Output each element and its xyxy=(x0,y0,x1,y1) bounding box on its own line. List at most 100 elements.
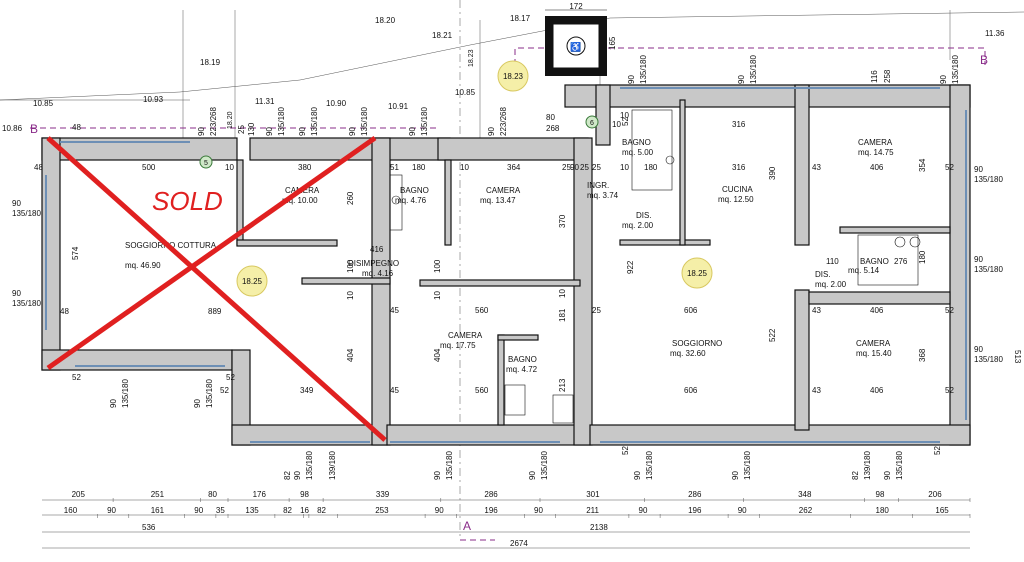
svg-text:25: 25 xyxy=(562,163,571,172)
svg-text:10: 10 xyxy=(346,291,355,300)
svg-text:90: 90 xyxy=(633,471,642,480)
svg-text:18.23: 18.23 xyxy=(503,72,524,81)
svg-text:560: 560 xyxy=(475,306,489,315)
svg-text:90: 90 xyxy=(265,127,274,136)
bottom-dim-value: 180 xyxy=(876,506,890,515)
svg-text:180: 180 xyxy=(644,163,658,172)
bottom-dim-value: 161 xyxy=(151,506,165,515)
svg-text:18.19: 18.19 xyxy=(200,58,221,67)
svg-text:90: 90 xyxy=(293,471,302,480)
svg-text:10: 10 xyxy=(612,120,621,129)
svg-text:606: 606 xyxy=(684,306,698,315)
svg-text:80: 80 xyxy=(546,113,555,122)
svg-text:2138: 2138 xyxy=(590,523,608,532)
room-area: mq. 15.40 xyxy=(856,349,892,358)
svg-text:213: 213 xyxy=(558,378,567,392)
level-bubble-right: 18.25 xyxy=(681,257,713,289)
svg-text:135/180: 135/180 xyxy=(12,299,41,308)
bottom-dim-value: 16 xyxy=(300,506,309,515)
svg-text:135/180: 135/180 xyxy=(205,379,214,408)
room-name: SOGGIORNO xyxy=(672,339,722,348)
svg-text:135/180: 135/180 xyxy=(895,451,904,480)
svg-text:43: 43 xyxy=(812,306,821,315)
svg-text:52: 52 xyxy=(945,386,954,395)
room-name: DIS. xyxy=(636,211,652,220)
sold-label: SOLD xyxy=(152,186,223,216)
bottom-dim-value: 339 xyxy=(376,490,390,499)
bottom-dim-value: 80 xyxy=(208,490,217,499)
svg-text:10: 10 xyxy=(620,111,629,120)
room-area: mq. 10.00 xyxy=(282,196,318,205)
svg-text:135/180: 135/180 xyxy=(974,175,1003,184)
svg-text:11.36: 11.36 xyxy=(985,29,1005,38)
opening-dimensions: 90 135/180 90 135/180 90 135/180 90 135/… xyxy=(12,55,1003,480)
svg-text:90: 90 xyxy=(487,127,496,136)
bottom-dim-value: 98 xyxy=(876,490,885,499)
svg-text:390: 390 xyxy=(768,166,777,180)
bottom-dim-value: 82 xyxy=(283,506,292,515)
bottom-dim-value: 176 xyxy=(253,490,267,499)
svg-text:45: 45 xyxy=(390,306,399,315)
svg-text:48: 48 xyxy=(60,307,69,316)
marker-6: 6 xyxy=(585,115,599,129)
fixtures xyxy=(389,109,921,424)
svg-text:100: 100 xyxy=(346,259,355,273)
bottom-dim-value: 35 xyxy=(216,506,225,515)
svg-text:6: 6 xyxy=(590,120,594,127)
svg-text:90: 90 xyxy=(193,399,202,408)
bottom-dims-row3: 536 2138 xyxy=(142,523,608,532)
room-name: BAGNO xyxy=(622,138,651,147)
bottom-dimension-lines xyxy=(42,499,970,549)
svg-text:18.20: 18.20 xyxy=(227,111,234,129)
bottom-dim-value: 253 xyxy=(375,506,389,515)
bottom-dim-value: 90 xyxy=(639,506,648,515)
bottom-dim-value: 262 xyxy=(799,506,813,515)
svg-text:25: 25 xyxy=(592,306,601,315)
section-marker-b-left: B xyxy=(30,122,38,136)
svg-text:11.31: 11.31 xyxy=(255,97,275,106)
room-name: CAMERA xyxy=(486,186,521,195)
svg-text:90: 90 xyxy=(570,163,579,172)
svg-text:90: 90 xyxy=(12,199,21,208)
svg-text:10.85: 10.85 xyxy=(455,88,476,97)
svg-text:416: 416 xyxy=(370,245,384,254)
svg-text:10.86: 10.86 xyxy=(2,124,23,133)
svg-text:560: 560 xyxy=(475,386,489,395)
svg-text:370: 370 xyxy=(558,214,567,228)
svg-text:180: 180 xyxy=(412,163,426,172)
marker-5: 5 xyxy=(199,155,213,169)
bottom-dim-value: 90 xyxy=(738,506,747,515)
bottom-dim-value: 286 xyxy=(688,490,702,499)
svg-text:574: 574 xyxy=(71,246,80,260)
svg-text:52: 52 xyxy=(945,163,954,172)
bottom-dim-value: 90 xyxy=(435,506,444,515)
svg-text:922: 922 xyxy=(626,260,635,274)
site-survey-lines xyxy=(0,0,1024,540)
svg-text:139/180: 139/180 xyxy=(863,451,872,480)
svg-text:48: 48 xyxy=(72,123,81,132)
svg-text:354: 354 xyxy=(918,158,927,172)
room-name: DISIMPEGNO xyxy=(348,259,399,268)
svg-text:90: 90 xyxy=(433,471,442,480)
bottom-dim-value: 90 xyxy=(107,506,116,515)
svg-text:90: 90 xyxy=(974,165,983,174)
svg-text:10: 10 xyxy=(558,289,567,298)
svg-text:100: 100 xyxy=(433,259,442,273)
room-area: mq. 12.50 xyxy=(718,195,754,204)
bottom-dim-value: 206 xyxy=(928,490,942,499)
svg-text:223/268: 223/268 xyxy=(499,107,508,136)
svg-text:276: 276 xyxy=(894,257,908,266)
room-name: CAMERA xyxy=(448,331,483,340)
svg-text:90: 90 xyxy=(12,289,21,298)
svg-text:316: 316 xyxy=(732,163,746,172)
svg-text:536: 536 xyxy=(142,523,156,532)
svg-text:90: 90 xyxy=(939,75,948,84)
bottom-dim-value: 165 xyxy=(935,506,949,515)
svg-text:90: 90 xyxy=(731,471,740,480)
windows xyxy=(45,87,967,443)
svg-text:404: 404 xyxy=(346,348,355,362)
section-marker-a: A xyxy=(463,519,471,533)
inner-dimensions: 500 380 10 51 180 10 364 25 90 48 48 48 … xyxy=(34,69,1022,395)
bottom-dim-value: 286 xyxy=(484,490,498,499)
svg-text:135/180: 135/180 xyxy=(360,107,369,136)
